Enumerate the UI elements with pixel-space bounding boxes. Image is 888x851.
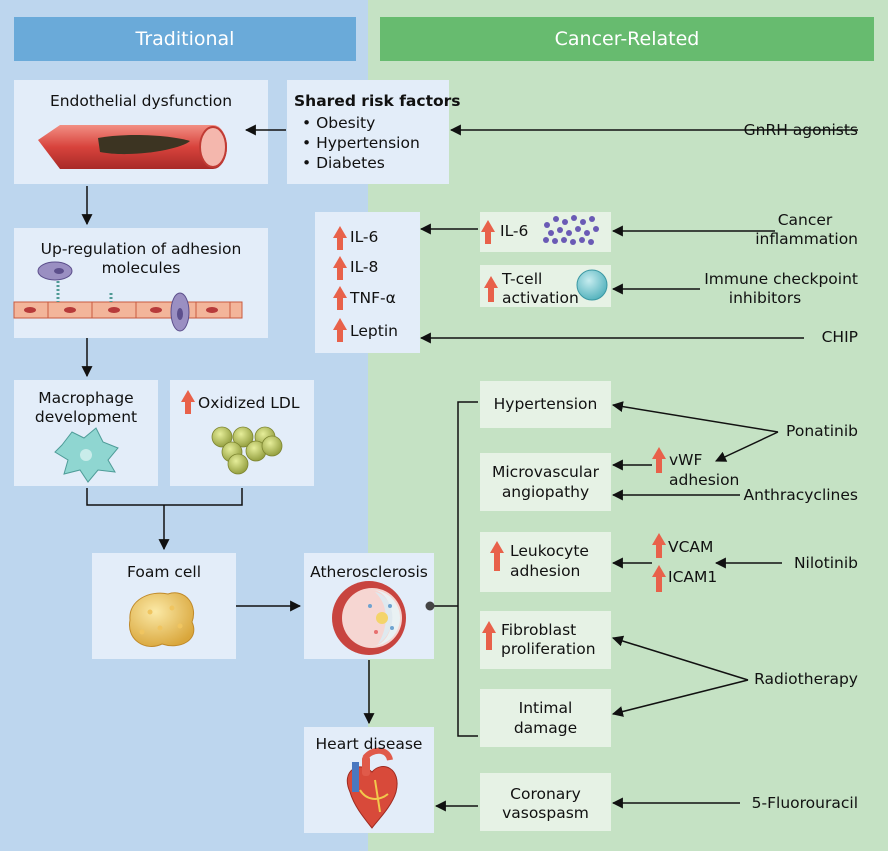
fibroblast-label-line1: Fibroblast	[501, 621, 577, 639]
oxidized-ldl-label: Oxidized LDL	[198, 394, 300, 412]
traditional-header: Traditional	[14, 17, 356, 61]
endothelial-cells-icon	[13, 261, 243, 332]
vwf-label-line2: adhesion	[669, 471, 740, 489]
coronary-box	[480, 773, 611, 831]
source-radiotherapy: Radiotherapy	[754, 670, 858, 688]
cancer-related-panel	[368, 0, 888, 851]
icam1-label: ICAM1	[668, 568, 718, 586]
heart-disease-label: Heart disease	[315, 735, 423, 753]
cytokine-il8: IL-8	[350, 258, 379, 276]
microvascular-box	[480, 453, 611, 511]
risk-factor-diabetes: • Diabetes	[302, 154, 385, 172]
hypertension-label: Hypertension	[493, 395, 598, 413]
vwf-label-line1: vWF	[669, 451, 703, 469]
macrophage-label-line2: development	[34, 408, 138, 426]
source-ponatinib: Ponatinib	[786, 422, 858, 440]
macrophage-label-line1: Macrophage	[38, 389, 134, 407]
intimal-label-line1: Intimal	[518, 699, 573, 717]
endothelial-dysfunction-label: Endothelial dysfunction	[49, 92, 233, 110]
oxidized-ldl-particles-icon	[211, 426, 283, 475]
cytokine-il6: IL-6	[350, 228, 379, 246]
risk-factor-hypertension: • Hypertension	[302, 134, 420, 152]
leukocyte-label-line1: Leukocyte	[510, 542, 589, 560]
leukocyte-box	[480, 532, 611, 592]
il6-particles-icon	[543, 215, 599, 245]
intimal-box	[480, 689, 611, 747]
risk-factor-obesity: • Obesity	[302, 114, 376, 132]
hypertension-box	[480, 381, 611, 428]
source-anthracyclines: Anthracyclines	[743, 486, 858, 504]
source-chip: CHIP	[821, 328, 858, 346]
fibroblast-box	[480, 611, 611, 669]
coronary-label-line1: Coronary	[510, 785, 581, 803]
atherosclerosis-label: Atherosclerosis	[310, 563, 428, 581]
foam-cell-label: Foam cell	[126, 563, 202, 581]
adhesion-upregulation-box	[14, 228, 268, 338]
cytokine-box	[315, 212, 420, 353]
microvascular-label-line2: angiopathy	[501, 483, 590, 501]
coronary-label-line2: vasospasm	[502, 804, 589, 822]
shared-risk-factors-title: Shared risk factors	[294, 92, 461, 110]
intimal-label-line2: damage	[513, 719, 578, 737]
source-immune-line2: inhibitors	[728, 289, 802, 307]
source-5-fluorouracil: 5-Fluorouracil	[751, 794, 858, 812]
tcell-label-line2: activation	[502, 289, 579, 307]
source-cancer-line1: Cancer	[777, 211, 833, 229]
t-cell-icon	[576, 269, 608, 301]
leukocyte-label-line2: adhesion	[510, 562, 581, 580]
foam-cell-icon	[129, 592, 195, 647]
fibroblast-label-line2: proliferation	[501, 640, 596, 658]
cancer-related-header: Cancer-Related	[380, 17, 874, 61]
source-gnrh-agonists: GnRH agonists	[743, 121, 858, 139]
atherosclerosis-artery-icon	[332, 581, 406, 655]
adhesion-upregulation-label-line1: Up-regulation of adhesion	[40, 240, 242, 258]
microvascular-label-line1: Microvascular	[492, 463, 599, 481]
source-nilotinib: Nilotinib	[793, 554, 858, 572]
vcam-label: VCAM	[668, 538, 714, 556]
source-immune-line1: Immune checkpoint	[704, 270, 858, 288]
heart-icon	[347, 747, 398, 829]
cytokine-tnf-alpha: TNF-α	[350, 289, 396, 307]
adhesion-upregulation-label-line2: molecules	[101, 259, 181, 277]
source-cancer-line2: inflammation	[755, 230, 858, 248]
shared-risk-factors-box	[287, 80, 449, 184]
macrophage-icon	[54, 427, 119, 483]
tcell-label-line1: T-cell	[502, 270, 543, 288]
cytokine-leptin: Leptin	[350, 322, 398, 340]
blood-vessel-icon	[38, 125, 227, 169]
il6-cancer-label: IL-6	[500, 222, 529, 240]
